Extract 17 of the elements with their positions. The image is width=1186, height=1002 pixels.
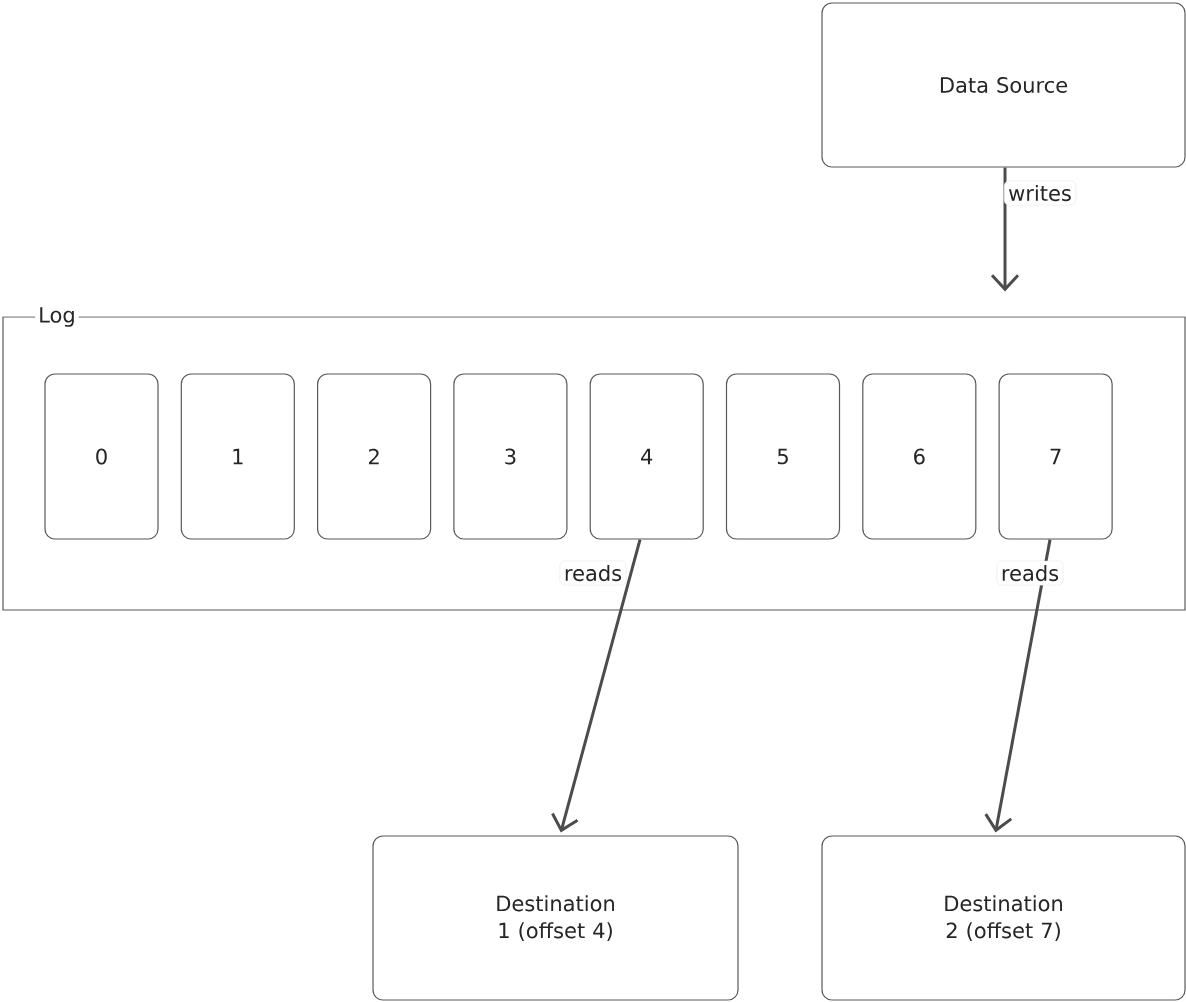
process-box: Destination 2 (offset 7) bbox=[821, 835, 1186, 1001]
arrow bbox=[551, 539, 642, 833]
edge-label: reads bbox=[559, 560, 627, 586]
process-box: Data Source bbox=[821, 2, 1186, 168]
arrow bbox=[990, 167, 1020, 292]
log-cell: 5 bbox=[725, 373, 841, 540]
process-box: Destination 1 (offset 4) bbox=[372, 835, 739, 1001]
edge-label: reads bbox=[996, 560, 1064, 586]
log-cell: 7 bbox=[998, 373, 1113, 540]
log-cell: 4 bbox=[589, 373, 704, 540]
edge-label: writes bbox=[1003, 180, 1077, 206]
log-cell: 3 bbox=[453, 373, 568, 540]
log-cell: 6 bbox=[862, 373, 977, 540]
log-cell: 2 bbox=[317, 373, 432, 540]
log-cell: 1 bbox=[180, 373, 295, 540]
arrow bbox=[984, 539, 1052, 833]
log-cell: 0 bbox=[44, 373, 159, 540]
